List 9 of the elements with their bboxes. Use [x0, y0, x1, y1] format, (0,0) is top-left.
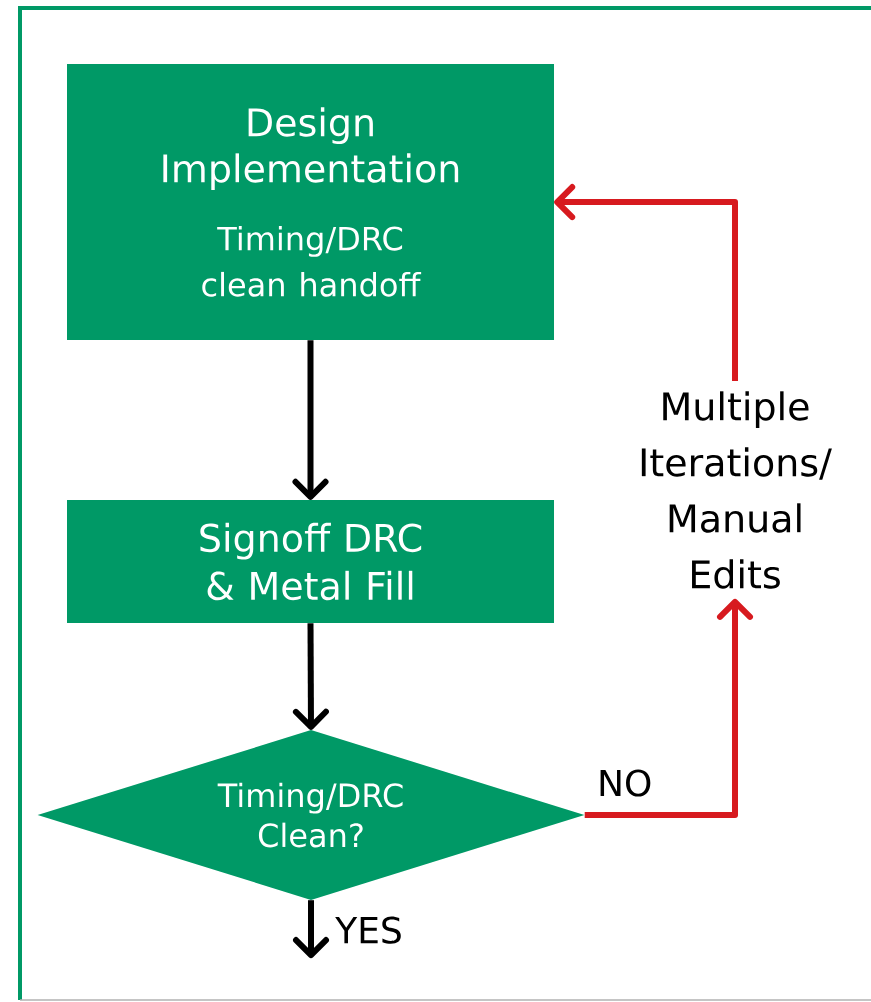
- arrow: [292, 623, 329, 730]
- arrow: [554, 184, 738, 382]
- process-box: Design Implementation Timing/DRC clean handoff: [67, 64, 554, 340]
- arrow: [584, 598, 753, 818]
- annotation-text: Multiple Iterations/ Manual Edits: [641, 391, 832, 589]
- process-box: Signoff DRC & Metal Fill: [67, 500, 554, 623]
- edge-label: NO: [595, 767, 655, 799]
- edge-label: YES: [333, 914, 405, 946]
- arrow: [292, 340, 329, 500]
